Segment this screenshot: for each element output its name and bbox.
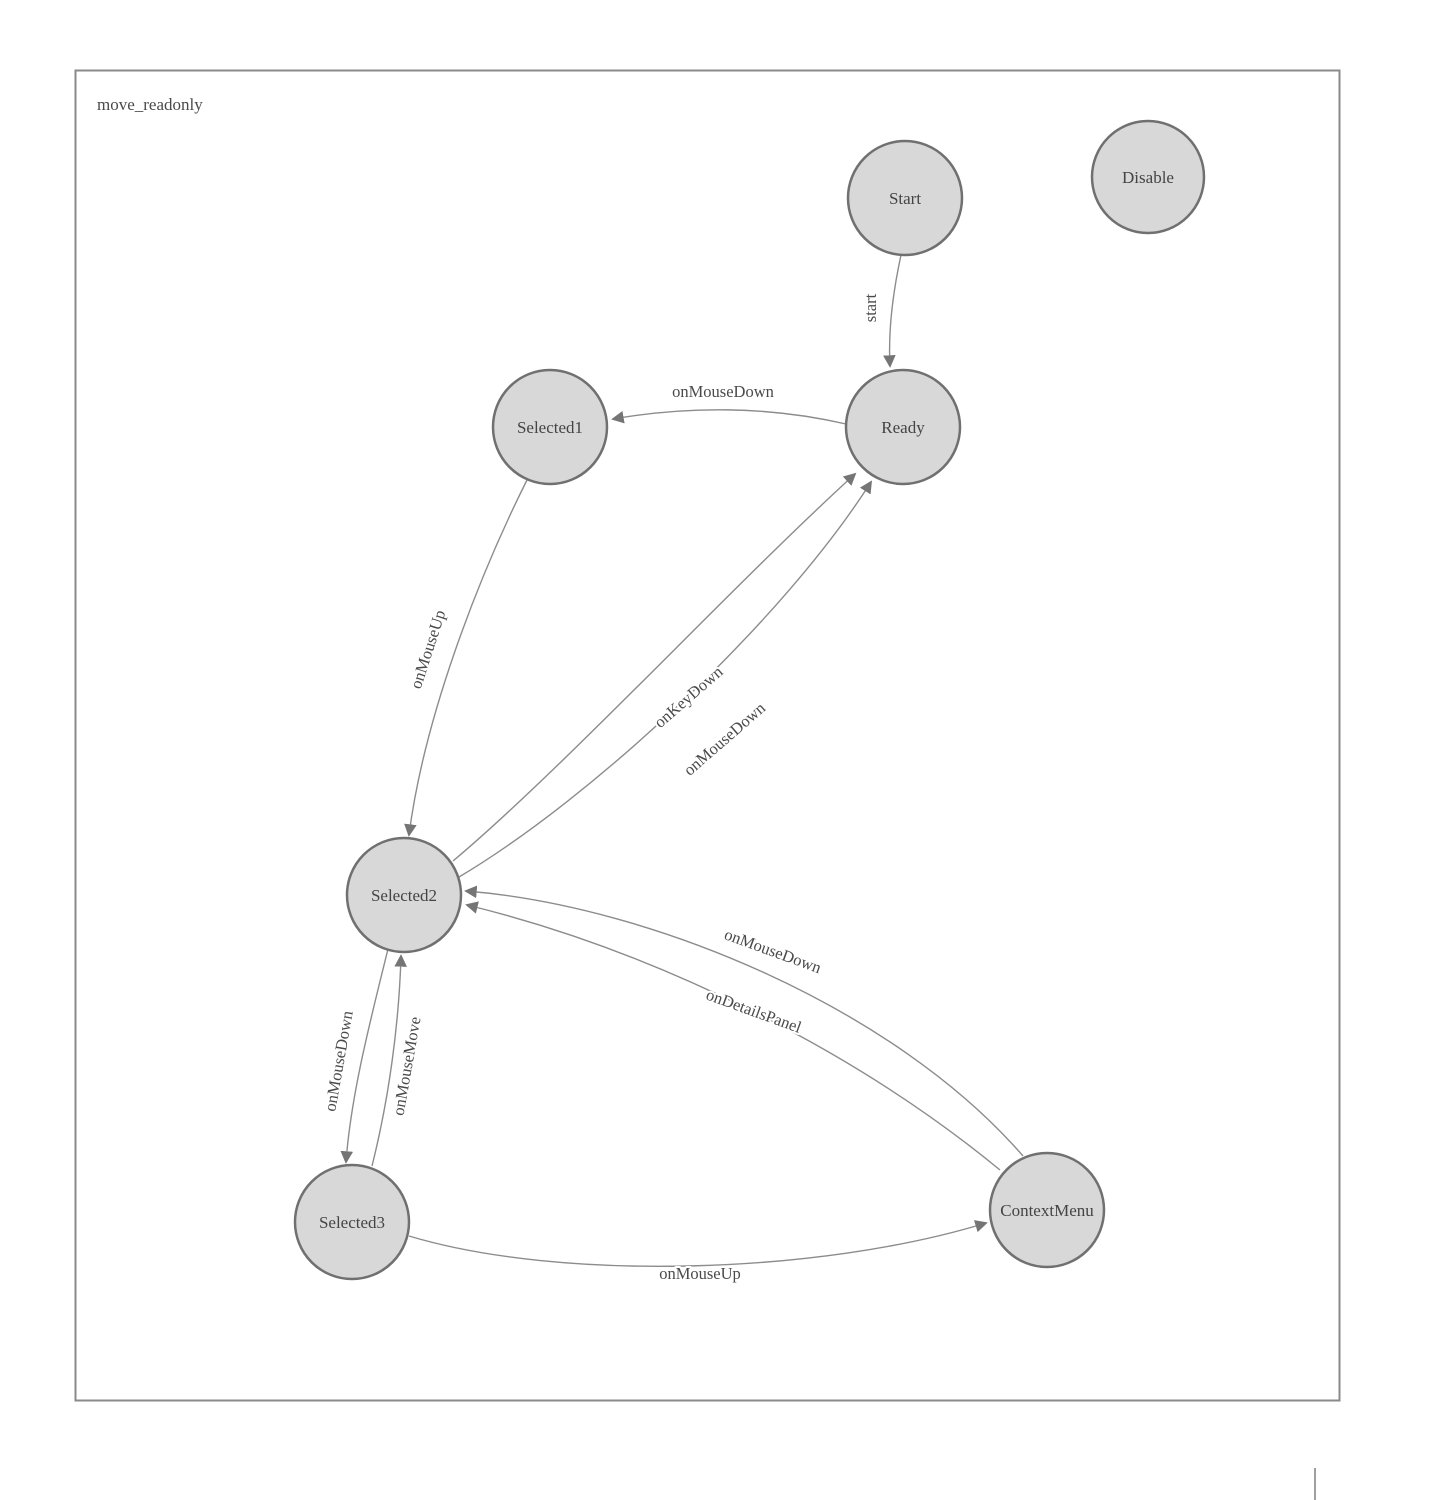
- edge-selected2-to-selected3: [340, 948, 389, 1164]
- edge-label-onkeydown: onKeyDown: [650, 662, 726, 732]
- edge-selected3-to-selected2: [371, 954, 407, 1167]
- state-node-contextmenu[interactable]: ContextMenu: [988, 1151, 1106, 1269]
- scrollbar[interactable]: [1314, 1468, 1316, 1500]
- edge-label-onmousedown-selected2-selected3: onMouseDown: [320, 1009, 356, 1113]
- diagram-frame: [74, 69, 1341, 1402]
- state-label-contextmenu: ContextMenu: [1000, 1201, 1094, 1220]
- state-circle[interactable]: [345, 836, 463, 954]
- edge-label-onmousemove: onMouseMove: [389, 1015, 425, 1117]
- edge-selected2-to-ready-onmousedown: [458, 480, 873, 878]
- edge-start-to-ready: [883, 254, 902, 368]
- state-node-selected3[interactable]: Selected3: [293, 1163, 411, 1281]
- edge-selected3-to-contextmenu: [408, 1220, 988, 1267]
- state-circle[interactable]: [491, 368, 609, 486]
- state-circle[interactable]: [293, 1163, 411, 1281]
- edge-contextmenu-to-selected2-ondetailspanel: [465, 901, 1001, 1171]
- edge-label-onmousedown-ready-selected1: onMouseDown: [672, 382, 774, 401]
- edge-label-onmousedown-contextmenu-selected2: onMouseDown: [722, 925, 824, 978]
- edge-ready-to-selected1: [611, 409, 847, 425]
- state-circle[interactable]: [844, 368, 962, 486]
- edge-label-ondetailspanel: onDetailsPanel: [704, 985, 805, 1037]
- state-node-disable[interactable]: Disable: [1090, 119, 1206, 235]
- state-label-start: Start: [889, 189, 921, 208]
- state-circle[interactable]: [1090, 119, 1206, 235]
- edge-label-onmousedown-selected2-ready: onMouseDown: [680, 698, 769, 779]
- state-circle[interactable]: [846, 139, 964, 257]
- state-node-selected2[interactable]: Selected2: [345, 836, 463, 954]
- diagram-title: move_readonly: [97, 95, 203, 114]
- state-node-selected1[interactable]: Selected1: [491, 368, 609, 486]
- edge-selected1-to-selected2: [404, 479, 528, 837]
- state-label-selected3: Selected3: [319, 1213, 385, 1232]
- edge-label-onmouseup-selected1-selected2: onMouseUp: [406, 608, 449, 691]
- edge-selected2-to-ready-onkeydown: [452, 472, 857, 862]
- state-circle[interactable]: [988, 1151, 1106, 1269]
- state-node-start[interactable]: Start: [846, 139, 964, 257]
- state-label-selected2: Selected2: [371, 886, 437, 905]
- edge-label-onmouseup-selected3-contextmenu: onMouseUp: [659, 1264, 741, 1283]
- state-node-ready[interactable]: Ready: [844, 368, 962, 486]
- edge-contextmenu-to-selected2-onmousedown: [464, 885, 1024, 1157]
- state-label-disable: Disable: [1122, 168, 1174, 187]
- state-label-selected1: Selected1: [517, 418, 583, 437]
- edge-label-start: start: [861, 293, 880, 322]
- state-label-ready: Ready: [881, 418, 925, 437]
